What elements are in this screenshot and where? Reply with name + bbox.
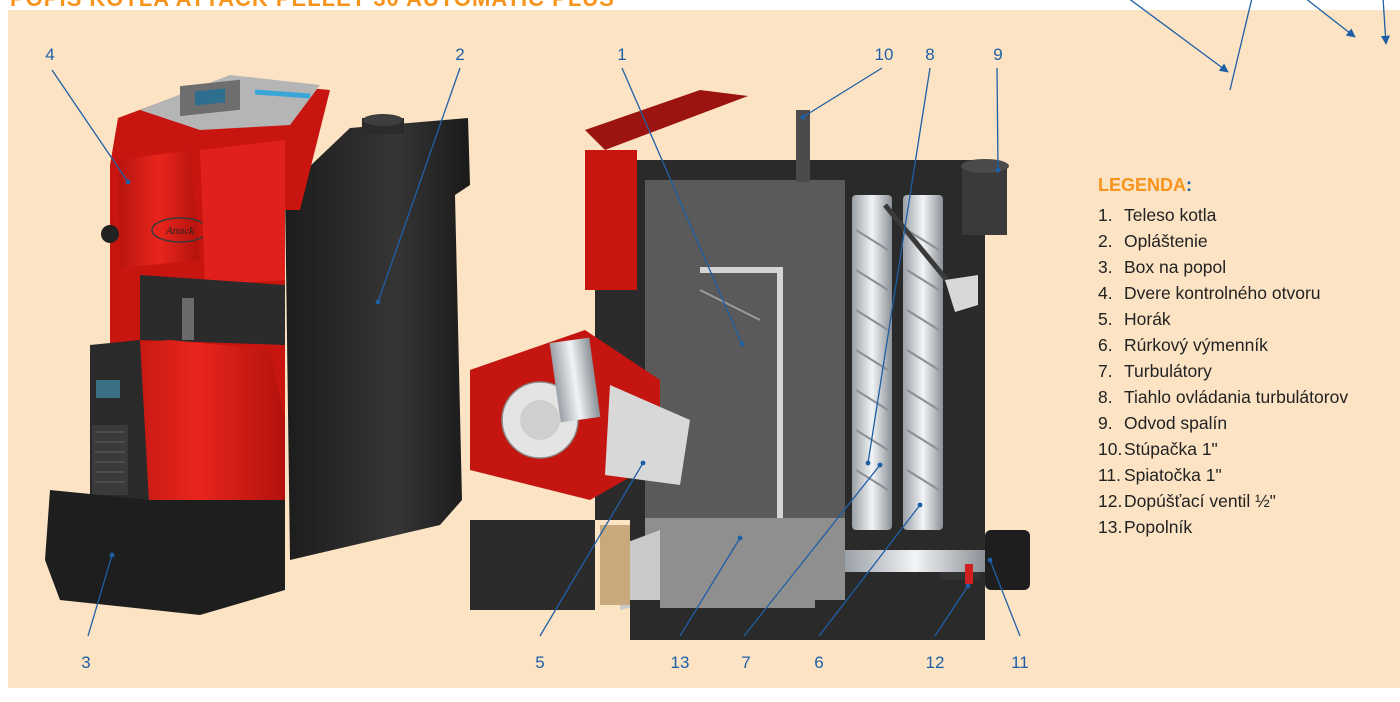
callout-8: 8 [925, 45, 935, 64]
callout-11: 11 [1011, 653, 1029, 672]
page-title: POPIS KOTLA ATTACK PELLET 30 AUTOMATIC P… [10, 0, 615, 10]
legend-title: LEGENDA: [1098, 175, 1193, 195]
callout-1: 1 [617, 45, 627, 64]
legend-item: 5.Horák [1098, 309, 1171, 329]
legend-item: 2.Opláštenie [1098, 231, 1208, 251]
callout-12: 12 [925, 653, 945, 672]
legend-item: 3.Box na popol [1098, 257, 1227, 277]
callout-13: 13 [670, 653, 690, 672]
legend-item: 1.Teleso kotla [1098, 205, 1217, 225]
legend-item: 12.Dopúšťací ventil ½" [1098, 491, 1276, 511]
header-banner: POPIS KOTLA ATTACK PELLET 30 AUTOMATIC P… [0, 0, 1400, 10]
callout-5: 5 [535, 653, 545, 672]
callout-dots [109, 114, 1001, 589]
boiler-exterior: Attack [45, 75, 470, 615]
callout-9: 9 [993, 45, 1003, 64]
callout-7: 7 [741, 653, 751, 672]
decorative-arrows [1129, 0, 1391, 91]
attack-logo: Attack [165, 225, 195, 237]
callout-6: 6 [814, 653, 824, 672]
callout-2: 2 [455, 45, 465, 64]
callout-10: 10 [874, 45, 894, 64]
legend-item: 4.Dvere kontrolného otvoru [1098, 283, 1321, 303]
boiler-cutaway [470, 90, 1030, 640]
legend-item: 9.Odvod spalín [1098, 413, 1228, 433]
bottom-strip [0, 688, 1400, 702]
legend-item: 10.Stúpačka 1" [1098, 439, 1218, 459]
callout-3: 3 [81, 653, 91, 672]
legend-item: 7.Turbulátory [1098, 361, 1212, 381]
callout-4: 4 [45, 45, 55, 64]
legend-item: 6.Rúrkový výmenník [1098, 335, 1268, 355]
legend-item: 8.Tiahlo ovládania turbulátorov [1098, 387, 1349, 407]
legend-item: 13.Popolník [1098, 517, 1193, 537]
legend-item: 11.Spiatočka 1" [1098, 465, 1222, 485]
callout-leaders [51, 67, 1021, 637]
legend-list: 1.Teleso kotla 2.Opláštenie 3.Box na pop… [1098, 202, 1398, 540]
legend: LEGENDA: 1.Teleso kotla 2.Opláštenie 3.B… [1098, 175, 1398, 540]
